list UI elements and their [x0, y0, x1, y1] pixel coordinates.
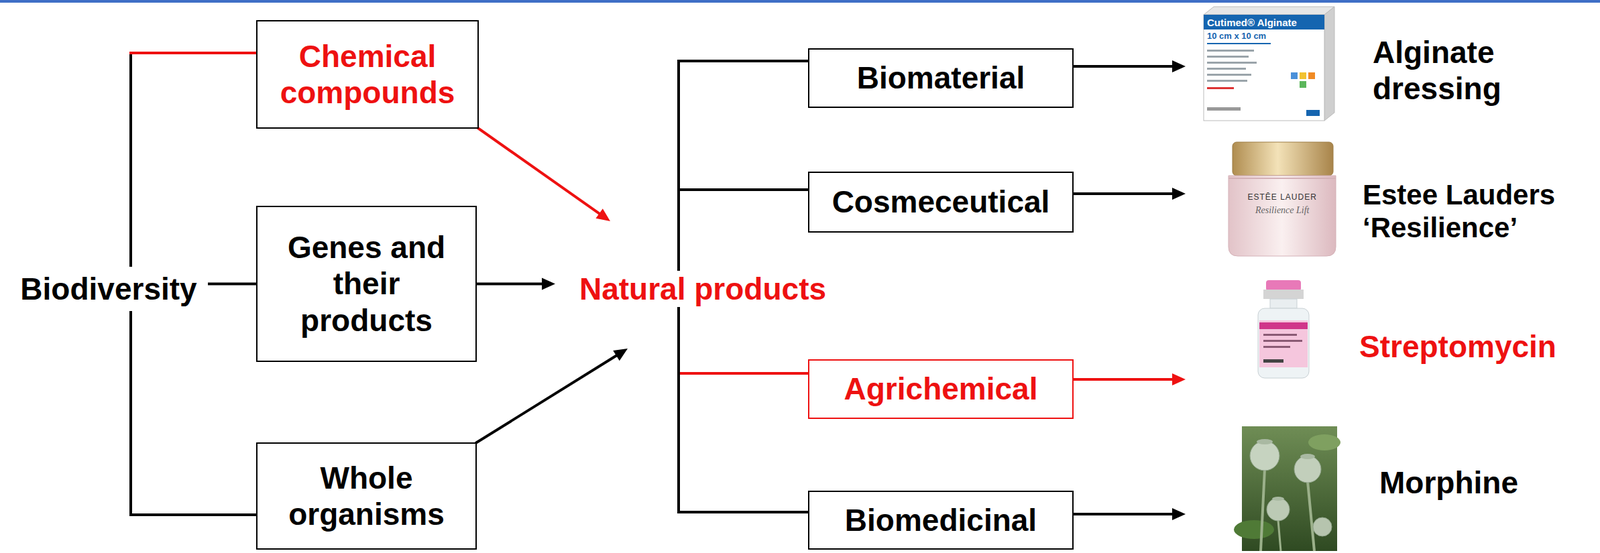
connector	[209, 283, 257, 285]
connector	[1073, 187, 1186, 200]
connector	[1073, 373, 1186, 386]
connector	[478, 128, 611, 222]
cream-jar	[1228, 142, 1336, 257]
plain-text-node: Biodiversity	[8, 265, 210, 313]
poppy-photo	[1233, 426, 1341, 552]
process-box: Whole organisms	[256, 442, 477, 550]
connector	[1073, 508, 1186, 521]
connector	[476, 348, 628, 443]
product-node: Morphine	[1185, 426, 1596, 552]
connector	[130, 52, 257, 266]
product-node: Streptomycin	[1185, 280, 1596, 403]
box-label: Chemical compounds	[265, 38, 470, 112]
connector	[678, 189, 809, 222]
box-label: Biodiversity	[20, 270, 197, 308]
box-label: Biomaterial	[856, 59, 1026, 96]
process-box: Biomaterial	[808, 48, 1074, 108]
process-box: Agrichemical	[808, 359, 1074, 420]
box-label: Genes and their products	[265, 229, 468, 339]
product-caption: Streptomycin	[1359, 328, 1588, 365]
process-box: Cosmeceutical	[808, 171, 1074, 233]
connector	[678, 348, 809, 374]
alginate-box	[1203, 6, 1335, 121]
connector	[678, 348, 809, 513]
connector	[1073, 60, 1186, 73]
box-label: Biomedicinal	[844, 502, 1037, 539]
box-label: Cosmeceutical	[832, 183, 1051, 220]
top-rule	[0, 0, 1600, 3]
box-label: Agrichemical	[844, 370, 1039, 408]
package-text: 10 cm x 10 cm	[1207, 31, 1267, 41]
process-box: Biomedicinal	[808, 490, 1074, 550]
product-caption: Morphine	[1379, 464, 1581, 501]
box-label: Whole organisms	[265, 460, 468, 534]
connector	[678, 61, 809, 222]
connector	[130, 312, 257, 516]
hub-node: Natural products	[555, 221, 851, 349]
hub-label: Natural products	[575, 270, 831, 308]
process-box: Chemical compounds	[256, 20, 479, 129]
package-text: Cutimed® Alginate	[1207, 17, 1297, 29]
vial	[1258, 280, 1309, 379]
package-text: Resilience Lift	[1255, 205, 1309, 216]
connector	[476, 278, 556, 291]
product-node: Estee Lauders ‘Resilience’	[1185, 134, 1596, 262]
product-caption: Estee Lauders ‘Resilience’	[1362, 178, 1595, 245]
process-box: Genes and their products	[256, 205, 477, 363]
package-text: ESTĒE LAUDER	[1247, 193, 1318, 202]
product-caption: Alginate dressing	[1372, 34, 1534, 108]
